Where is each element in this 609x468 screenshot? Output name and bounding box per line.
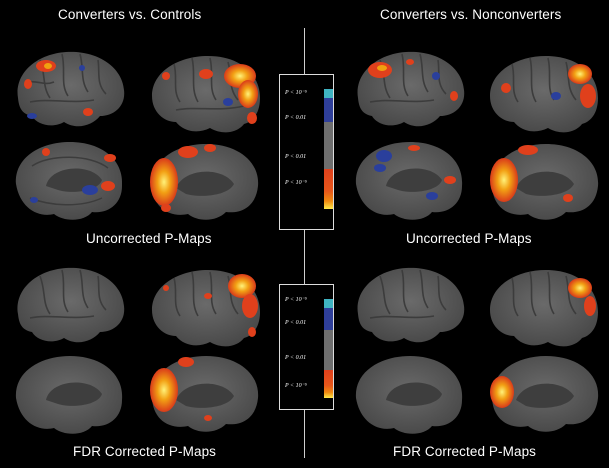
caption-fdr-right: FDR Corrected P-Maps (393, 444, 537, 459)
cb-label-hot-strong: P < 10⁻⁵ (285, 383, 307, 389)
brain-lateral-right-br (490, 270, 598, 347)
brain-lateral-right-tr (490, 56, 598, 133)
title-converters-vs-nonconverters: Converters vs. Nonconverters (380, 7, 562, 22)
brain-medial-right-bl (150, 356, 259, 432)
brain-lateral-right-bl (152, 270, 260, 347)
cb-gray-segment (324, 330, 333, 370)
cb-label-cold-strong: P < 10⁻⁵ (285, 90, 307, 96)
colorbar-uncorrected: P < 10⁻⁵ P < 0.01 P < 0.01 P < 10⁻⁵ (279, 74, 334, 230)
cb-label-hot-weak: P < 0.01 (285, 355, 307, 361)
cb-gray-segment (324, 122, 333, 169)
brain-medial-right-tr (490, 144, 599, 220)
caption-uncorrected-right: Uncorrected P-Maps (406, 231, 532, 246)
brain-medial-right-tl (150, 144, 259, 220)
brain-medial-left-bl (15, 356, 123, 434)
brain-lateral-left-tl (17, 51, 125, 127)
brain-medial-left-br (355, 356, 463, 434)
cb-cyan-segment (324, 89, 333, 98)
cb-label-hot-strong: P < 10⁻⁵ (285, 180, 307, 186)
cb-label-cold-weak: P < 0.01 (285, 115, 307, 121)
caption-uncorrected-left: Uncorrected P-Maps (86, 231, 212, 246)
divider-mid (304, 228, 305, 284)
brain-lateral-right-tl (152, 56, 260, 133)
brain-medial-left-tr (355, 142, 463, 220)
brain-lateral-left-br (357, 267, 465, 343)
cb-blue-segment (324, 308, 333, 330)
brain-lateral-left-bl (17, 267, 125, 343)
cb-hot-segment (324, 169, 333, 209)
cb-label-hot-weak: P < 0.01 (285, 154, 307, 160)
title-converters-vs-controls: Converters vs. Controls (58, 7, 202, 22)
brain-lateral-left-tr (357, 51, 465, 127)
caption-fdr-left: FDR Corrected P-Maps (73, 444, 217, 459)
brain-medial-left-tl (15, 142, 123, 220)
cb-label-cold-weak: P < 0.01 (285, 320, 307, 326)
colorbar-fdr: P < 10⁻⁵ P < 0.01 P < 0.01 P < 10⁻⁵ (279, 284, 334, 410)
divider-bottom (304, 408, 305, 458)
cb-label-cold-strong: P < 10⁻⁵ (285, 297, 307, 303)
divider-top (304, 28, 305, 74)
cb-hot-segment (324, 370, 333, 398)
cb-cyan-segment (324, 299, 333, 308)
brain-medial-right-br (490, 356, 599, 432)
cb-blue-segment (324, 98, 333, 122)
